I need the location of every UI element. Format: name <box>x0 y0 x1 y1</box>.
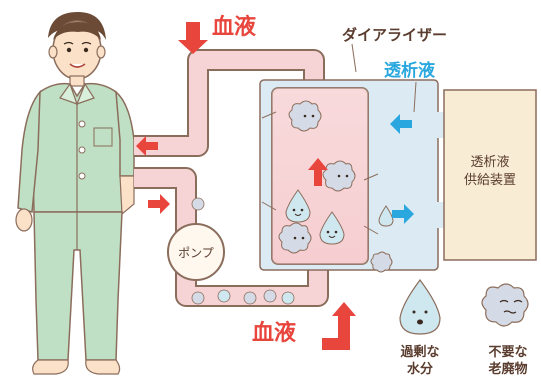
label-blood-top: 血液 <box>212 14 256 40</box>
arrow-up-dialyzer <box>308 158 328 186</box>
tube-particles <box>191 197 295 305</box>
patient-figure <box>15 12 135 375</box>
legend-water-line2: 水分 <box>407 361 433 377</box>
flow-arrows <box>136 22 414 350</box>
dialysate-leader <box>413 81 417 113</box>
label-dialyzer: ダイアライザー <box>342 26 447 44</box>
waste-particle <box>243 291 257 305</box>
waste-particle <box>263 289 277 303</box>
water-particle <box>217 289 231 303</box>
arrow-blood-top <box>178 22 208 54</box>
dialysate-supply-device: 透析液 供給装置 <box>443 89 537 261</box>
water-particle <box>319 211 345 245</box>
legend-water: 過剰な 水分 <box>399 278 441 377</box>
water-particle <box>281 291 295 305</box>
legend-water-line1: 過剰な <box>399 344 439 360</box>
arrow-dialysate-out <box>392 204 414 224</box>
label-dialysate: 透析液 <box>384 60 435 81</box>
arrow-from-arm <box>148 194 170 214</box>
water-particle <box>378 205 394 227</box>
device-label-line1: 透析液 <box>470 155 509 170</box>
blood-tubes <box>134 49 329 307</box>
pump-label: ポンプ <box>178 246 214 260</box>
device-label-line2: 供給装置 <box>464 173 516 188</box>
arrow-dialysate-in <box>390 114 412 134</box>
dialyzer-particles <box>278 100 394 273</box>
waste-particle <box>191 291 205 305</box>
legend-waste-line1: 不要な <box>488 345 527 360</box>
arrow-blood-bottom <box>322 302 356 350</box>
pump: ポンプ <box>167 223 225 281</box>
legend-waste: 不要な 老廃物 <box>481 283 529 377</box>
waste-particle <box>191 197 205 211</box>
waste-particle <box>370 251 393 273</box>
water-particle <box>285 189 311 223</box>
legend: 過剰な 水分 不要な 老廃物 <box>399 278 529 377</box>
arrow-to-arm <box>136 136 158 156</box>
dialyzer-leader <box>351 43 357 73</box>
legend-waste-line2: 老廃物 <box>487 361 527 377</box>
label-blood-bottom: 血液 <box>252 320 296 346</box>
